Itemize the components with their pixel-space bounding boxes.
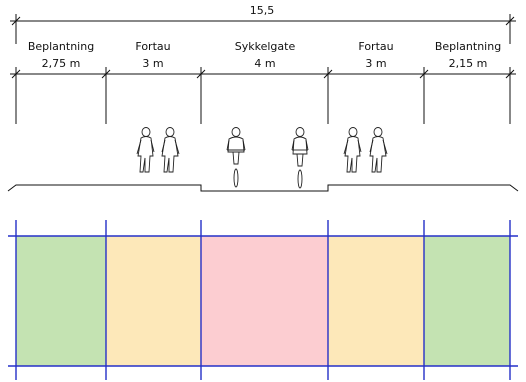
zone-fill-plantings-right [424, 236, 510, 366]
zone-fill-bicycle-street [201, 236, 328, 366]
zone-name-2: Fortau [135, 40, 170, 53]
zone-width-1: 2,75 m [42, 57, 81, 70]
zone-fill-sidewalk-left [106, 236, 201, 366]
pedestrian-icon [161, 127, 180, 173]
pedestrian-icon [343, 127, 362, 173]
zone-labels: Beplantning 2,75 m Fortau 3 m Sykkelgate… [28, 40, 501, 70]
zone-width-3: 4 m [254, 57, 275, 70]
ground-profile [7, 184, 519, 192]
pedestrian-icon [136, 127, 155, 173]
zone-width-5: 2,15 m [449, 57, 488, 70]
total-dimension: 15,5 [10, 4, 516, 44]
zone-name-5: Beplantning [435, 40, 501, 53]
zone-fill-sidewalk-right [328, 236, 424, 366]
segment-dimension-line [10, 67, 516, 124]
zone-width-2: 3 m [142, 57, 163, 70]
zone-name-3: Sykkelgate [235, 40, 296, 53]
zone-name-1: Beplantning [28, 40, 94, 53]
cyclist-icon [226, 127, 246, 188]
zone-name-4: Fortau [358, 40, 393, 53]
zone-width-4: 3 m [365, 57, 386, 70]
pedestrian-icon [369, 127, 388, 173]
zone-fill-plantings-left [16, 236, 106, 366]
cyclist-icon [291, 127, 309, 189]
zone-plan [8, 220, 518, 380]
total-width-label: 15,5 [250, 4, 275, 17]
